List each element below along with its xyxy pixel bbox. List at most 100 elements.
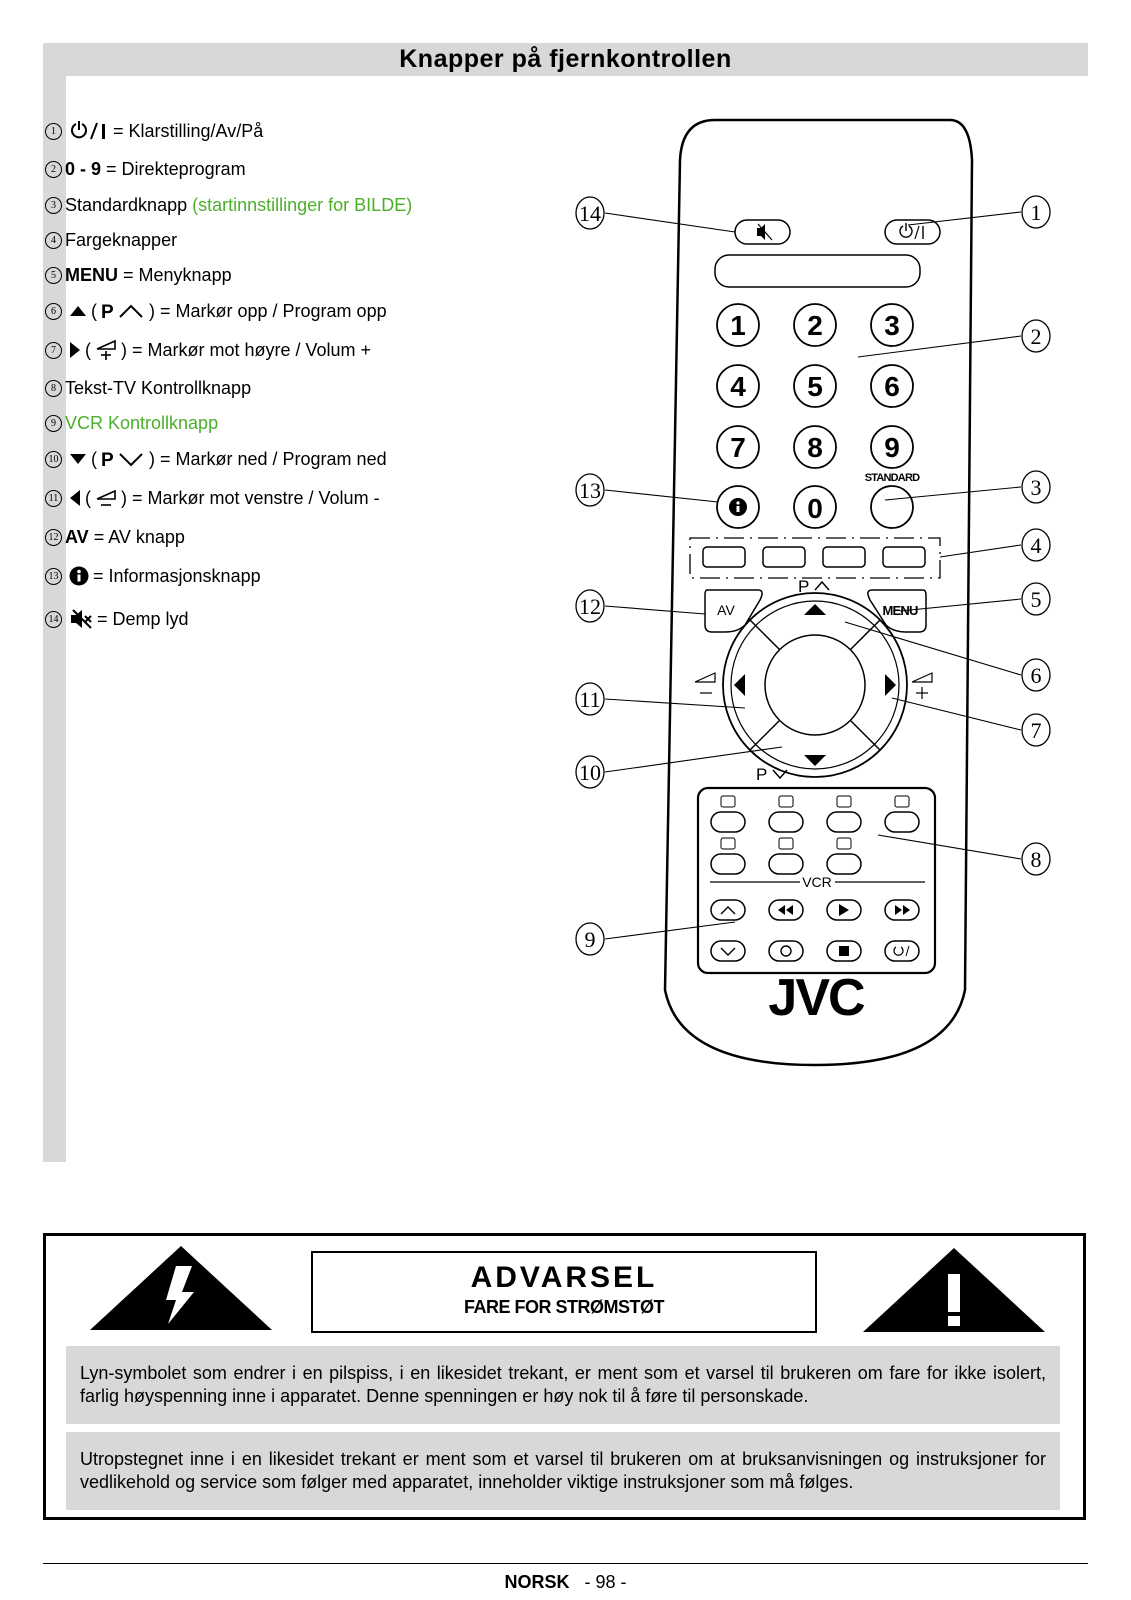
teletext-symbol-4 [894,795,910,808]
legend-item-8: 8 Tekst-TV Kontrollknapp [45,375,251,401]
legend-text: = Klarstilling/Av/På [113,120,264,141]
legend-green-text: VCR Kontrollknapp [65,412,219,433]
av-label: AV [717,602,735,618]
vcr-button-8 [884,940,920,962]
legend-number: 6 [45,302,62,320]
page-title: Knapper på fjernkontrollen [399,45,732,73]
legend-item-7: 7 () = Markør mot høyre / Volum + [45,337,371,363]
standard-label: STANDARD [865,472,920,484]
color-key-green [762,546,806,568]
teletext-symbol-6 [778,837,794,850]
av-button [704,589,763,633]
digit-button-3 [870,303,914,347]
warning-subtitle: FARE FOR STRØMSTØT [464,1297,665,1317]
callout-circle [1021,842,1051,876]
nav-up-arrow [804,604,826,615]
digit-button-8 [793,425,837,469]
lightning-warning-icon [90,1246,272,1330]
callout-line [884,486,1022,501]
callout-circle [575,922,605,956]
footer: NORSK - 98 - [0,1572,1131,1593]
display-window [714,254,921,288]
triangle-down-icon [69,453,87,465]
callout-number: 10 [579,760,601,785]
mute-icon [69,608,93,630]
vcr-power-icon [905,945,910,957]
jvc-logo: JVC [768,969,865,1027]
warning-title: ADVARSEL [470,1261,658,1294]
color-keys-frame [689,537,941,579]
callout-line [891,697,1022,731]
digit-label: 7 [730,432,746,463]
triangle-up-icon [69,305,87,317]
p-down-label: P [756,765,767,784]
color-key-blue [882,546,926,568]
digit-label: 0 [807,493,823,524]
legend-item-4: 4 Fargeknapper [45,227,177,253]
callout-line [899,598,1022,612]
digit-label: 2 [807,310,823,341]
vcr-power-icon [893,946,904,956]
legend-text: ) = Markør ned / Program ned [149,448,387,469]
svg-text:P: P [101,450,114,469]
teletext-symbol-5 [720,837,736,850]
volume-down-label [694,672,716,694]
legend-number: 1 [45,122,62,140]
legend-text: ) = Markør mot venstre / Volum - [121,487,380,508]
volume-up-label [911,672,933,699]
callout-number: 1 [1031,200,1042,225]
teletext-button-2 [768,811,804,833]
callout-circle [1021,528,1051,562]
legend-text: = Menyknapp [123,264,232,285]
stop-icon [839,946,849,956]
legend-item-3: 3 Standardknapp (startinnstillinger for … [45,192,412,218]
teletext-symbol-2 [778,795,794,808]
nav-right-arrow [885,674,896,696]
legend-item-14: 14 = Demp lyd [45,606,189,632]
callout-circle [1021,195,1051,229]
legend-text: Fargeknapper [65,229,178,250]
rewind-icon [786,905,793,915]
program-up-icon: P [101,301,145,321]
digit-label: 9 [884,432,900,463]
legend-item-10: 10 (P) = Markør ned / Program ned [45,446,387,472]
chevron-up-icon [814,580,830,591]
vcr-label: VCR [802,874,832,890]
callout-circle [575,473,605,507]
callout-number: 13 [579,478,601,503]
exclamation-warning-icon [863,1248,1045,1332]
digit-button-7 [716,425,760,469]
record-icon [780,945,792,957]
advarsel-box: ADVARSEL FARE FOR STRØMSTØT [311,1251,817,1333]
legend-text: Tekst-TV Kontrollknapp [65,377,252,398]
vcr-up-icon [720,906,736,915]
callout-number: 7 [1031,718,1042,743]
standard-button [870,485,914,529]
teletext-button-3 [826,811,862,833]
legend-number: 8 [45,379,62,397]
legend-green-text: (startinnstillinger for BILDE) [192,194,413,215]
callout-circle [1021,582,1051,616]
digit-label: 8 [807,432,823,463]
vcr-button-6 [768,940,804,962]
legend-number: 2 [45,160,62,178]
legend-item-5: 5 MENU = Menyknapp [45,262,232,288]
teletext-icons [710,795,920,875]
legend-item-9: 9 VCR Kontrollknapp [45,410,218,436]
legend-item-6: 6 (P) = Markør opp / Program opp [45,298,387,324]
color-key-yellow [822,546,866,568]
vcr-down-icon [720,947,736,956]
digit-label: 3 [884,310,900,341]
fast-forward-icon [895,905,902,915]
digit-button-2 [793,303,837,347]
triangle-right-icon [69,341,81,359]
callout-line [604,746,783,773]
digit-button-5 [793,364,837,408]
legend-item-2: 2 0 - 9 = Direkteprogram [45,156,246,182]
callout-circle [575,196,605,230]
digit-label: 5 [807,371,823,402]
legend-number: 5 [45,266,62,284]
callout-line [604,212,736,233]
legend-number: 14 [45,610,62,628]
